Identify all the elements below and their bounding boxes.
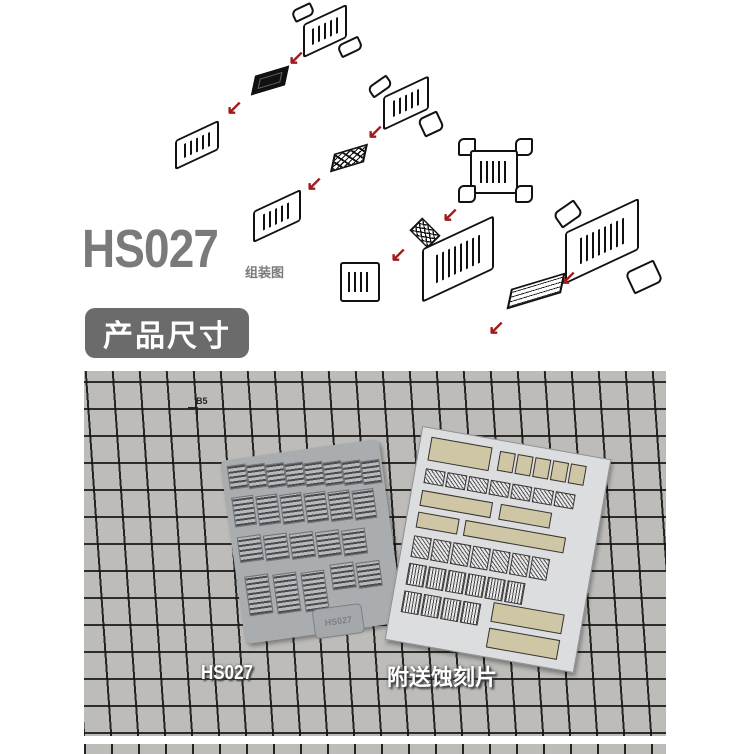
side-panel-part [515,185,533,203]
etch-grille [400,590,423,616]
mat-marker-label: B5 [196,396,208,406]
crate-assembled [175,119,219,171]
side-panel-part [458,185,476,203]
etch-bracket [549,460,570,483]
crate-piece [288,530,317,560]
assembly-arrow-icon: ↙ [442,204,459,226]
assembly-arrow-icon: ↙ [288,47,305,69]
etch-grille [444,569,467,595]
etch-bracket [496,450,516,474]
etch-grille [425,566,447,592]
etch-grille [459,600,482,626]
crate-piece [360,458,383,486]
crate-piece [279,492,306,525]
assembly-arrow-icon: ↙ [306,173,323,195]
etch-bracket [567,463,587,486]
etch-grille [484,576,506,602]
etch-bracket [514,454,534,477]
etch-grille [440,597,462,623]
etch-mesh [466,475,490,495]
etch-mesh [553,491,576,510]
crate-piece [340,527,369,557]
plate-part [329,143,369,173]
etch-mesh [510,483,533,502]
sprue-caption: HS027 [201,662,253,684]
crate-piece [255,493,282,527]
etch-bracket-row [415,511,460,535]
etch-mesh [531,487,555,506]
crate-piece [355,559,383,589]
etch-mesh [488,479,511,498]
next-section-photo-edge [84,744,666,754]
crate-piece [244,573,274,617]
plate-part [250,65,290,96]
crate-piece [329,561,357,591]
plate-part [506,272,566,310]
etch-mesh [410,535,432,561]
plastic-sprue: HS027 [219,438,405,645]
crate-assembled [253,188,301,244]
etch-mesh [489,549,511,574]
crate-piece [272,571,302,615]
crate-piece [231,494,258,528]
etch-grille [427,436,493,472]
etch-mesh [449,542,472,567]
section-label-product-size: 产品尺寸 [85,308,249,358]
crate-piece [262,532,291,562]
etch-grille [464,573,487,599]
product-photo: B5 HS027 [84,371,666,736]
crate-piece [300,569,330,613]
etch-mesh [528,556,551,581]
assembly-diagram-subtitle: 组装图 [245,265,285,280]
etch-mesh [423,468,446,487]
etch-grille [405,562,428,588]
crate-piece [351,487,378,521]
crate-part [470,150,518,194]
etch-mesh [445,472,468,491]
etch-grille [504,580,526,605]
etch-bracket-row [498,503,553,529]
etch-bracket-row [485,627,561,660]
crate-piece [303,490,330,524]
assembly-arrow-icon: ↙ [390,244,407,266]
side-panel-part [624,259,664,295]
etch-grille [420,593,442,619]
model-code-title: HS027 [82,219,219,279]
assembly-diagram: ↙ ↙ ↙ ↙ ↙ ↙ ↙ ↙ HS027 组装图 [0,0,750,338]
etch-bracket [532,457,552,480]
assembly-arrow-icon: ↙ [226,97,243,119]
etch-caption: 附送蚀刻片 [387,665,498,690]
mat-corner-mark [188,407,198,419]
etch-mesh [469,545,492,571]
side-panel-part [416,110,446,138]
crate-assembled [340,262,380,302]
crate-piece [236,534,265,564]
crate-piece [314,529,343,559]
assembly-arrow-icon: ↙ [367,121,384,143]
crate-piece [327,489,354,523]
photo-etch-sheet [384,425,612,674]
assembly-arrow-icon: ↙ [488,317,505,339]
etch-mesh [508,552,531,578]
side-panel-part [515,138,533,156]
etch-mesh [430,538,452,564]
